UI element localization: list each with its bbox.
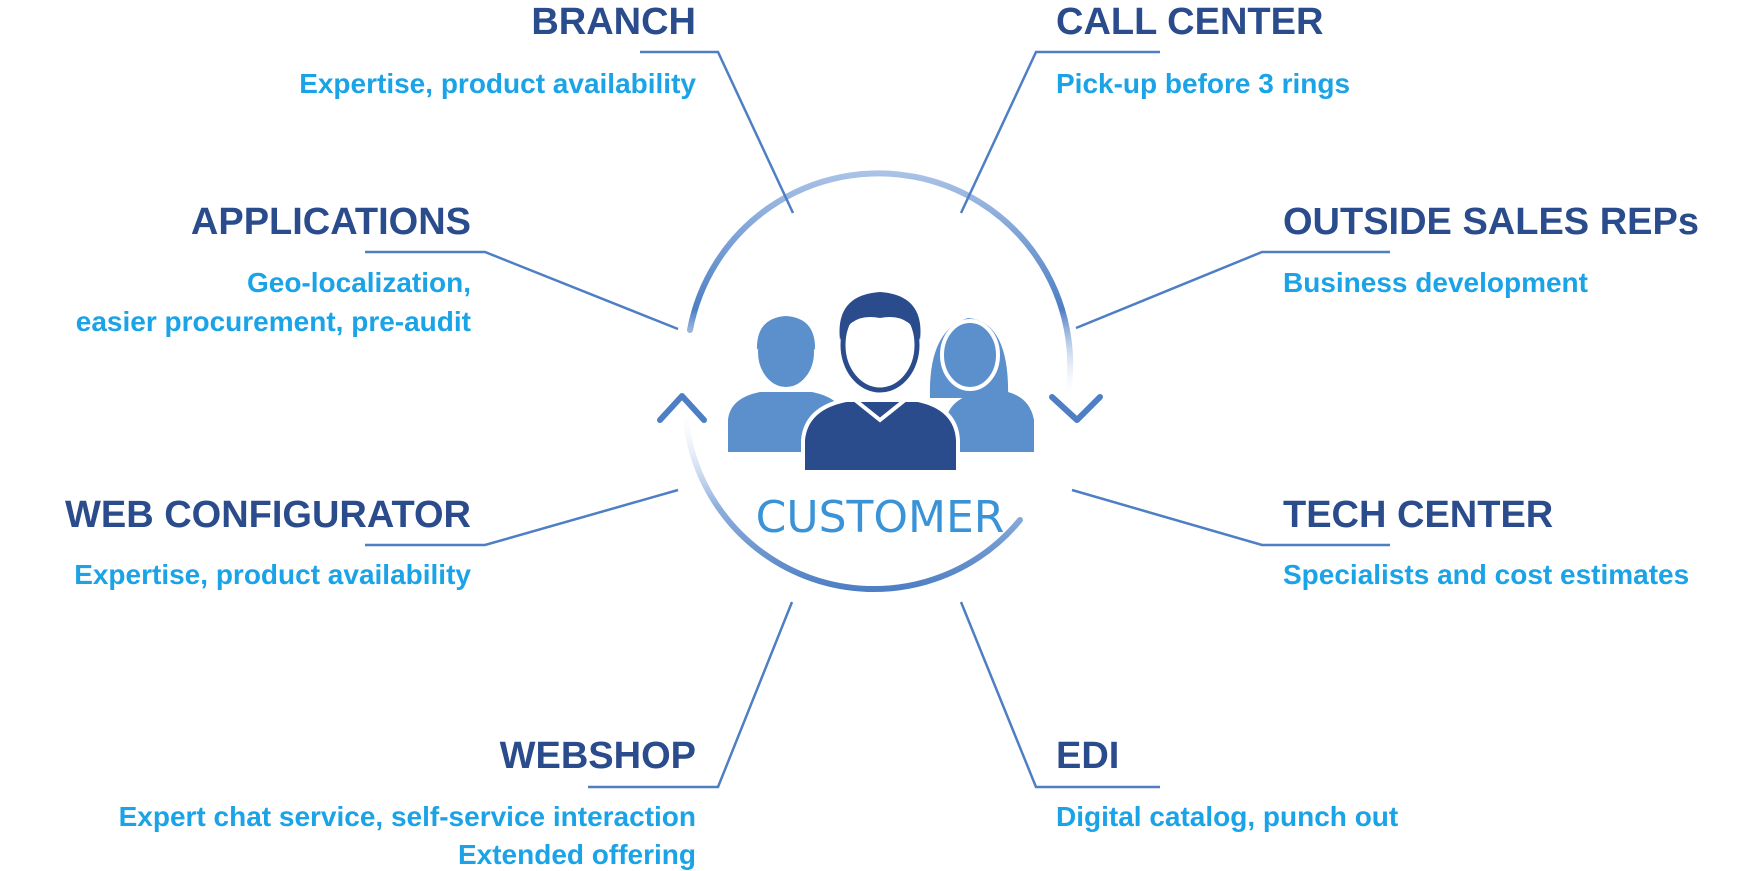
ring-arc-upper (687, 170, 1074, 403)
node-tech-center: TECH CENTER Specialists and cost estimate… (1071, 488, 1689, 590)
node-web-configurator: WEB CONFIGURATOR Expertise, product avail… (65, 488, 679, 590)
connector-line (365, 488, 679, 547)
ring-arrow-down-icon (1049, 394, 1103, 423)
node-description: Business development (1283, 267, 1588, 298)
node-description: Specialists and cost estimates (1283, 559, 1689, 590)
connector-line (640, 50, 795, 214)
node-title: WEB CONFIGURATOR (65, 494, 471, 536)
node-description: Extended offering (458, 839, 696, 870)
connector-line (959, 50, 1160, 214)
node-description: Expertise, product availability (299, 68, 696, 99)
node-description: Expert chat service, self-service intera… (119, 801, 696, 832)
node-title: EDI (1056, 735, 1119, 777)
node-call-center: CALL CENTER Pick-up before 3 rings (959, 1, 1350, 214)
node-title: APPLICATIONS (191, 201, 471, 243)
ring-arc-lower (682, 402, 1023, 593)
node-title: CALL CENTER (1056, 1, 1323, 43)
node-title: WEBSHOP (500, 735, 696, 777)
person-right-icon (929, 318, 1034, 452)
connector-line (1071, 488, 1390, 547)
node-description: Expertise, product availability (74, 559, 471, 590)
ring-arrow-up-icon (657, 393, 707, 423)
person-front-icon (801, 292, 960, 474)
node-edi: EDI Digital catalog, punch out (959, 601, 1398, 832)
connector-line (1075, 250, 1390, 330)
node-title: OUTSIDE SALES REPs (1283, 201, 1699, 243)
node-description: easier procurement, pre-audit (76, 306, 471, 337)
node-title: BRANCH (531, 1, 696, 43)
center-label: CUSTOMER (756, 492, 1005, 543)
connector-line (588, 601, 794, 789)
node-webshop: WEBSHOP Expert chat service, self-service… (119, 601, 794, 870)
node-title: TECH CENTER (1283, 494, 1553, 536)
connector-line (365, 250, 679, 331)
channel-nodes: BRANCH Expertise, product availability CAL… (65, 1, 1699, 870)
node-applications: APPLICATIONS Geo-localization, easier proc… (76, 201, 679, 337)
connector-line (959, 601, 1160, 789)
node-description: Pick-up before 3 rings (1056, 68, 1350, 99)
people-group-icon (728, 292, 1034, 474)
node-description: Digital catalog, punch out (1056, 801, 1398, 832)
node-branch: BRANCH Expertise, product availability (299, 1, 795, 214)
cycle-ring (657, 170, 1103, 593)
node-description: Geo-localization, (247, 267, 471, 298)
